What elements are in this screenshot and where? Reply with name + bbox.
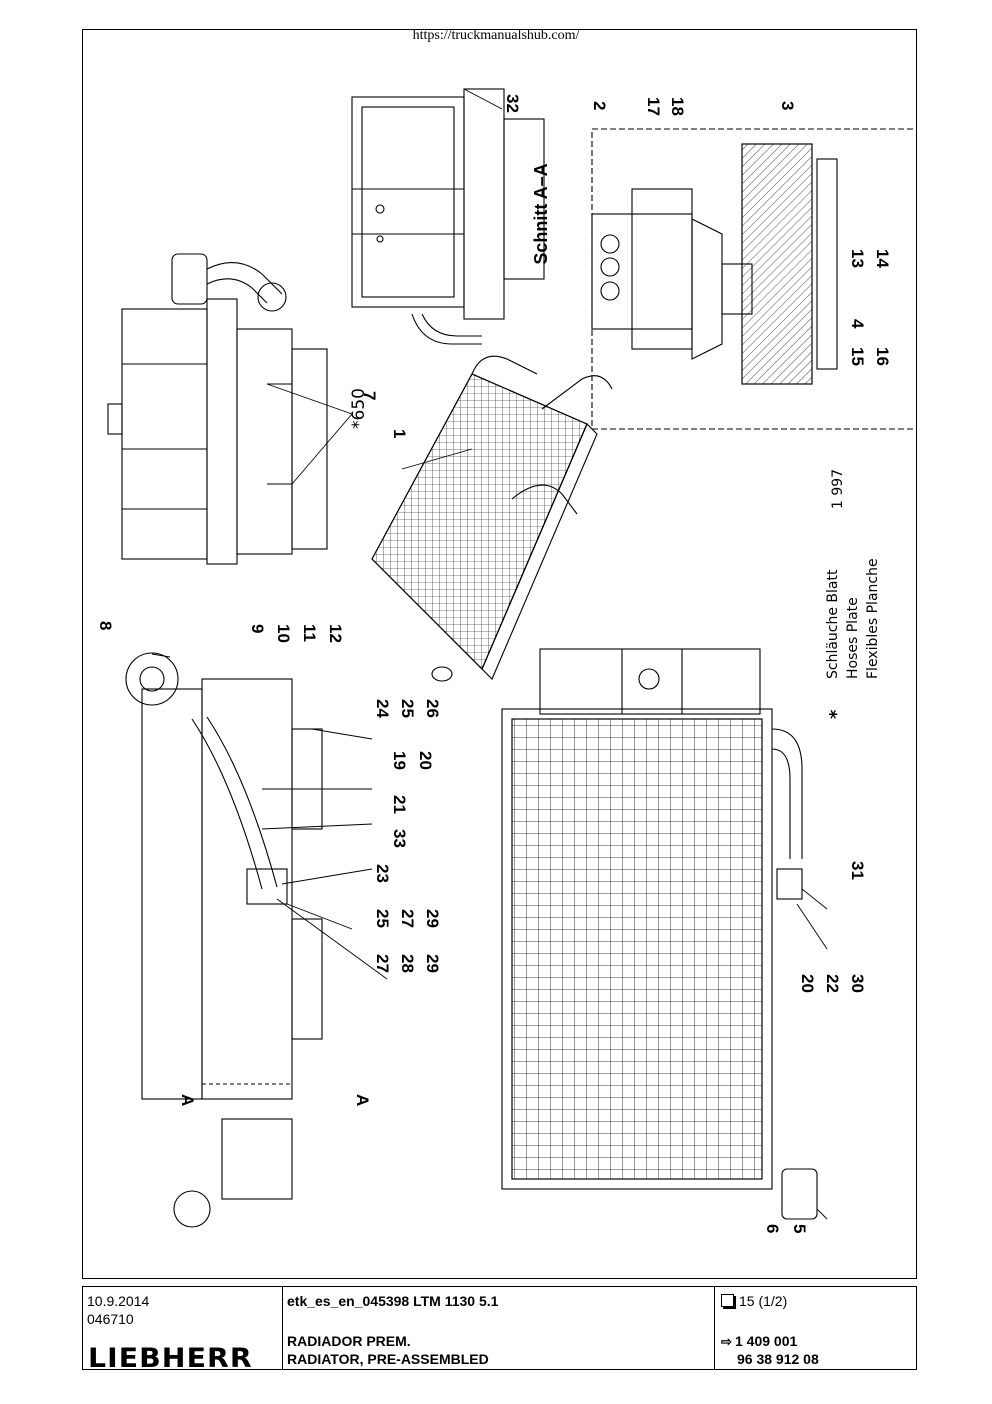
callout-3: 3 [778,101,797,110]
section-a-a [591,128,917,430]
title-en: RADIATOR, PRE-ASSEMBLED [287,1351,489,1367]
callout-8: 8 [96,621,115,630]
date: 10.9.2014 [87,1293,150,1309]
section-marker-left: A [178,1094,197,1106]
footnote-line-2: Hoses Plate [845,597,861,679]
callout-7: 7 [360,391,379,400]
drawing-frame [82,29,917,1279]
dimension-label: *650 [349,388,369,429]
callout-21: 21 [390,795,409,814]
title-block-left: 10.9.2014 046710 LIEBHERR [83,1287,283,1374]
section-title: Schnitt A–A [531,163,551,264]
footnote-star: * [826,709,847,719]
title-es: RADIADOR PREM. [287,1333,411,1349]
callout-29: 29 [423,909,442,928]
callout-27: 27 [398,909,417,928]
callout-25: 25 [398,699,417,718]
callout-25b: 25 [373,909,392,928]
callouts: 32 2 17 18 3 13 14 4 15 16 7 1 8 9 10 11… [96,94,892,1233]
callout-27b: 27 [373,954,392,973]
callout-19: 19 [390,751,409,770]
part-number-2: 96 38 912 08 [737,1351,819,1367]
callout-17: 17 [644,97,663,116]
page-icon [721,1294,734,1307]
callout-1: 1 [390,429,409,438]
part-number-row[interactable]: ⇨1 409 001 [721,1333,797,1350]
annotations: *650 1 997 * Schläuche Blatt Hoses Plate… [349,388,881,719]
callout-15: 15 [848,347,867,366]
date-code: 1 997 [830,469,846,509]
callout-13: 13 [848,249,867,268]
technical-drawing: 32 2 17 18 3 13 14 4 15 16 7 1 8 9 10 11… [96,88,917,1233]
source-url[interactable]: https://truckmanualshub.com/ [412,28,580,43]
callout-32: 32 [503,94,522,113]
callout-23: 23 [373,864,392,883]
radiator-core [501,648,818,1220]
liebherr-logo: LIEBHERR [88,1343,253,1374]
callout-5: 5 [790,1224,809,1233]
footnote-line-3: Flexibles Planche [865,558,881,679]
callout-18: 18 [668,97,687,116]
callout-30: 30 [848,974,867,993]
callout-24: 24 [373,699,392,718]
callout-16: 16 [873,347,892,366]
leader-lines [151,88,828,1220]
top-fan-view [351,88,545,345]
section-marker-right: A [353,1094,372,1106]
callout-20: 20 [416,751,435,770]
callout-12: 12 [326,624,345,643]
callout-22: 22 [823,974,842,993]
callout-11: 11 [300,624,319,642]
callout-26: 26 [423,699,442,718]
footnote-line-1: Schläuche Blatt [825,569,841,679]
page-reference[interactable]: 15 (1/2) [721,1293,787,1309]
arrow-right-icon: ⇨ [721,1334,732,1349]
title-block: 10.9.2014 046710 LIEBHERR etk_es_en_0453… [82,1286,917,1374]
callout-2: 2 [590,101,609,110]
isometric-radiator [371,355,613,682]
callout-14: 14 [873,249,892,268]
callout-33: 33 [390,829,409,848]
title-block-center: etk_es_en_045398 LTM 1130 5.1 RADIADOR P… [283,1287,715,1369]
callout-4: 4 [848,319,867,329]
callout-20b: 20 [798,974,817,993]
callout-28: 28 [398,954,417,973]
doc-number: 046710 [87,1311,134,1327]
front-elevation-left [125,652,323,1228]
callout-6: 6 [763,1224,782,1233]
title-block-right: 15 (1/2) ⇨1 409 001 96 38 912 08 [715,1287,916,1369]
page-ref: 15 (1/2) [739,1293,788,1309]
side-view-upper [107,253,328,565]
callout-10: 10 [274,624,293,643]
callout-31: 31 [848,861,867,880]
part-number: 1 409 001 [735,1333,798,1349]
callout-29b: 29 [423,954,442,973]
catalog-id: etk_es_en_045398 LTM 1130 5.1 [287,1293,499,1309]
callout-9: 9 [248,624,267,633]
